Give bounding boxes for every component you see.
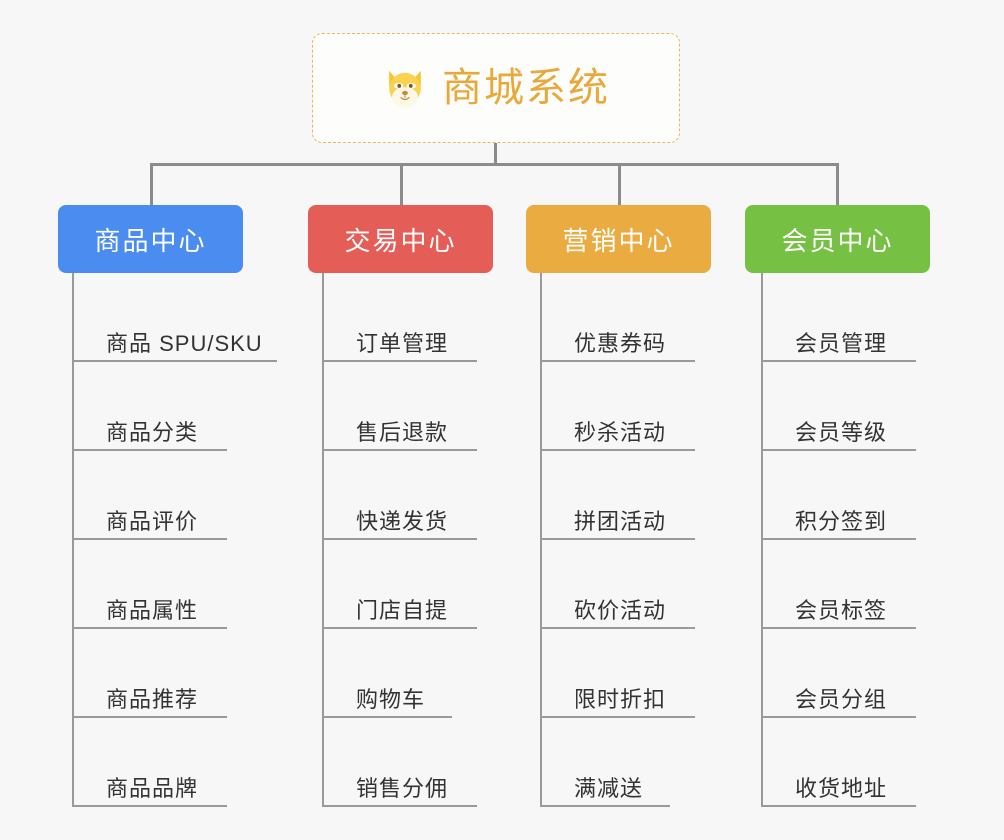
leaf-item-label: 商品品牌 (106, 775, 199, 801)
leaf-item-label: 门店自提 (356, 597, 449, 623)
leaf-underline (322, 538, 477, 540)
leaf-item-label: 会员分组 (795, 686, 888, 712)
leaf-item-label: 购物车 (356, 686, 426, 712)
category-label: 会员中心 (781, 225, 894, 256)
leaf-item[interactable]: 售后退款 (322, 362, 477, 451)
leaf-underline (761, 538, 916, 540)
leaf-item-label: 收货地址 (795, 775, 888, 801)
leaf-underline (761, 360, 916, 362)
category-label: 交易中心 (344, 225, 457, 256)
branch-drop-2 (400, 163, 403, 207)
leaf-item[interactable]: 优惠券码 (540, 273, 695, 362)
leaf-item[interactable]: 会员等级 (761, 362, 916, 451)
leaf-underline (761, 627, 916, 629)
leaf-spine (540, 273, 542, 807)
leaf-underline (761, 716, 916, 718)
leaf-item[interactable]: 门店自提 (322, 540, 477, 629)
leaf-underline (72, 805, 227, 807)
category-box-3[interactable]: 营销中心 (526, 205, 711, 273)
leaf-underline (322, 805, 477, 807)
leaf-item[interactable]: 收货地址 (761, 718, 916, 807)
category-box-2[interactable]: 交易中心 (308, 205, 493, 273)
leaf-item[interactable]: 限时折扣 (540, 629, 695, 718)
leaf-item-label: 销售分佣 (356, 775, 449, 801)
leaf-item[interactable]: 商品品牌 (72, 718, 263, 807)
leaf-underline (540, 805, 670, 807)
dog-face-icon (389, 70, 421, 109)
leaf-underline (72, 538, 227, 540)
leaf-item[interactable]: 秒杀活动 (540, 362, 695, 451)
leaf-item[interactable]: 快递发货 (322, 451, 477, 540)
leaf-item[interactable]: 会员分组 (761, 629, 916, 718)
leaf-item[interactable]: 商品评价 (72, 451, 263, 540)
branch-drop-1 (150, 163, 153, 207)
leaf-underline (72, 627, 227, 629)
leaf-underline (322, 716, 452, 718)
leaf-item[interactable]: 商品属性 (72, 540, 263, 629)
root-stem-connector (494, 143, 497, 165)
branch-drop-3 (618, 163, 621, 207)
leaf-underline (761, 449, 916, 451)
leaf-item-label: 订单管理 (356, 330, 449, 356)
leaf-item-label: 会员标签 (795, 597, 888, 623)
root-title: 商城系统 (442, 66, 610, 110)
leaf-item[interactable]: 砍价活动 (540, 540, 695, 629)
leaf-item-label: 秒杀活动 (574, 419, 667, 445)
leaf-item-label: 满减送 (574, 775, 644, 801)
leaf-underline (322, 627, 477, 629)
leaf-item[interactable]: 商品 SPU/SKU (72, 273, 277, 362)
leaf-item-label: 砍价活动 (574, 597, 667, 623)
leaf-spine (761, 273, 763, 807)
leaf-spine (322, 273, 324, 807)
category-label: 商品中心 (94, 225, 207, 256)
leaf-underline (540, 627, 695, 629)
category-label: 营销中心 (562, 225, 675, 256)
leaf-item-label: 商品分类 (106, 419, 199, 445)
leaf-item[interactable]: 满减送 (540, 718, 670, 807)
leaf-item-label: 商品属性 (106, 597, 199, 623)
leaf-underline (322, 360, 477, 362)
leaf-column-2: 订单管理售后退款快递发货门店自提购物车销售分佣 (322, 273, 477, 807)
leaf-underline (72, 360, 277, 362)
branch-drop-4 (836, 163, 839, 207)
leaf-item-label: 售后退款 (356, 419, 449, 445)
leaf-item[interactable]: 拼团活动 (540, 451, 695, 540)
root-node[interactable]: 商城系统 (312, 33, 680, 143)
leaf-item[interactable]: 商品推荐 (72, 629, 263, 718)
leaf-item-label: 会员等级 (795, 419, 888, 445)
branch-bus-connector (150, 163, 836, 166)
leaf-item-label: 商品推荐 (106, 686, 199, 712)
leaf-underline (322, 449, 477, 451)
leaf-item[interactable]: 销售分佣 (322, 718, 477, 807)
leaf-item-label: 拼团活动 (574, 508, 667, 534)
leaf-item-label: 商品评价 (106, 508, 199, 534)
leaf-item-label: 优惠券码 (574, 330, 667, 356)
leaf-item-label: 会员管理 (795, 330, 888, 356)
leaf-underline (540, 716, 695, 718)
leaf-item-label: 限时折扣 (574, 686, 667, 712)
leaf-item-label: 快递发货 (356, 508, 449, 534)
leaf-item[interactable]: 购物车 (322, 629, 452, 718)
category-box-4[interactable]: 会员中心 (745, 205, 930, 273)
leaf-item-label: 商品 SPU/SKU (106, 330, 263, 356)
leaf-underline (540, 538, 695, 540)
leaf-item[interactable]: 会员管理 (761, 273, 916, 362)
leaf-spine (72, 273, 74, 807)
leaf-item[interactable]: 会员标签 (761, 540, 916, 629)
leaf-item[interactable]: 商品分类 (72, 362, 263, 451)
leaf-underline (540, 360, 695, 362)
leaf-item-label: 积分签到 (795, 508, 888, 534)
leaf-column-1: 商品 SPU/SKU 商品分类商品评价商品属性商品推荐商品品牌 (72, 273, 277, 807)
leaf-underline (761, 805, 916, 807)
leaf-column-4: 会员管理会员等级积分签到会员标签会员分组收货地址 (761, 273, 916, 807)
leaf-item[interactable]: 积分签到 (761, 451, 916, 540)
leaf-underline (72, 449, 227, 451)
leaf-underline (72, 716, 227, 718)
leaf-column-3: 优惠券码秒杀活动拼团活动砍价活动限时折扣满减送 (540, 273, 695, 807)
leaf-underline (540, 449, 695, 451)
leaf-item[interactable]: 订单管理 (322, 273, 477, 362)
category-box-1[interactable]: 商品中心 (58, 205, 243, 273)
